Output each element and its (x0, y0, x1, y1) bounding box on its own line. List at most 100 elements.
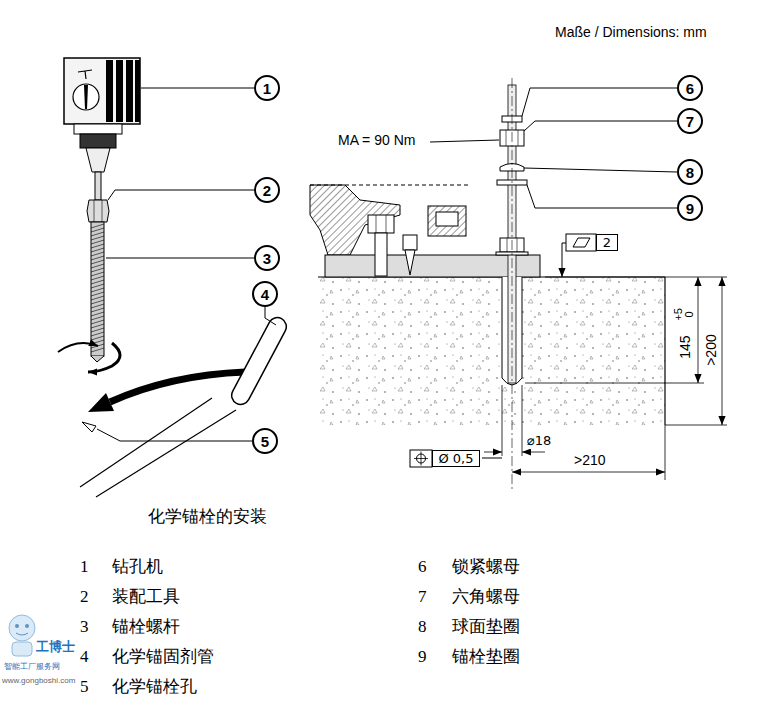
watermark: www.gongboshi.com (2, 676, 75, 685)
callout-circle: 5 (252, 428, 278, 454)
drill-hole (96, 410, 236, 497)
callout-circle: 7 (677, 108, 703, 134)
leader-line (524, 168, 677, 172)
drill-machine (78, 70, 92, 79)
drill-machine (64, 58, 140, 200)
anchor-rod (91, 232, 104, 236)
callout-circle: 1 (254, 75, 280, 101)
drill-machine (80, 134, 116, 148)
drill-machine (106, 60, 113, 122)
torque-note: MA = 90 Nm (338, 132, 415, 148)
key-number: 7 (418, 587, 427, 607)
anchor-assembly (518, 130, 519, 146)
drill-machine (95, 172, 101, 200)
watermark-logo (9, 615, 35, 641)
drill-machine (86, 148, 110, 172)
anchor-rod (91, 308, 104, 312)
anchor-rod (91, 292, 104, 296)
key-number: 9 (418, 647, 427, 667)
anchor-assembly (512, 78, 513, 490)
anchor-rod (91, 296, 104, 300)
drill-machine (64, 58, 140, 124)
key-text: 化学锚栓孔 (112, 677, 197, 697)
anchor-rod (91, 316, 104, 320)
rotation-arrow (58, 343, 98, 352)
base-plate (386, 215, 387, 233)
figure-caption: 化学锚栓的安装 (148, 507, 267, 527)
callout-number: 6 (686, 81, 694, 96)
dimension-line (522, 452, 545, 453)
tolerance-value: Ø 0,5 (438, 452, 473, 465)
anchor-rod (91, 348, 104, 352)
key-number: 1 (80, 557, 89, 577)
key-number: 3 (80, 617, 89, 637)
callout-number: 7 (686, 114, 694, 129)
anchor-assembly (517, 238, 518, 252)
leader-line (527, 185, 677, 208)
leader-line (265, 307, 276, 325)
tolerance-frame-cell (410, 450, 432, 467)
drill-hole (80, 398, 212, 487)
dimension-line (698, 277, 699, 383)
key-text: 球面垫圈 (452, 617, 520, 637)
key-text: 锚栓螺杆 (112, 617, 180, 637)
anchor-rod (91, 256, 104, 260)
key-text: 装配工具 (112, 587, 180, 607)
dimension-line (545, 277, 727, 278)
anchor-rod (91, 324, 104, 328)
leader-line (97, 88, 677, 458)
drill-hole (82, 422, 96, 432)
setting-tool (102, 200, 103, 222)
concrete-block (318, 277, 665, 425)
watermark: 工博士 (36, 640, 75, 655)
base-plate (403, 235, 417, 250)
key-number: 4 (80, 647, 89, 667)
watermark-logo (12, 642, 32, 656)
anchor-rod (91, 332, 104, 336)
anchor-rod (91, 276, 104, 280)
anchor-assembly (506, 130, 507, 146)
anchor-rod (91, 284, 104, 288)
anchor-rod (91, 222, 104, 362)
tolerance-frame-cell (414, 452, 428, 466)
anchor-rod (91, 320, 104, 324)
leader-line (430, 140, 499, 142)
mortar-capsule (229, 314, 290, 407)
insert-arrow (88, 372, 245, 412)
callout-number: 8 (686, 165, 694, 180)
leader-line (97, 429, 252, 441)
tolerance-frame-cell (410, 234, 596, 467)
anchor-rod (91, 356, 104, 362)
key-text: 锁紧螺母 (452, 557, 520, 577)
base-plate (376, 215, 377, 233)
machine-casting (310, 185, 470, 255)
anchor-rod (91, 264, 104, 268)
tolerance-frame: 2 (596, 234, 618, 251)
anchor-rod (91, 280, 104, 284)
key-text: 化学锚固剂管 (112, 647, 214, 667)
callout-circle: 3 (254, 245, 280, 271)
leader-line (108, 190, 254, 200)
key-text: 钻孔机 (112, 557, 163, 577)
anchor-rod (91, 248, 104, 252)
machine-casting (436, 212, 458, 226)
leader-line (141, 88, 254, 89)
anchor-rod (91, 222, 104, 356)
key-number: 2 (80, 587, 89, 607)
setting-tool (87, 200, 109, 222)
callout-number: 2 (263, 183, 271, 198)
dimension-line (722, 277, 723, 425)
rotation-arrow (58, 343, 120, 372)
callout-circle: 9 (677, 195, 703, 221)
diameter-value: ⌀18 (527, 434, 551, 449)
key-number: 6 (418, 557, 427, 577)
mortar-capsule (229, 314, 290, 407)
leader-line (524, 121, 677, 131)
leader-line (522, 88, 677, 116)
drill-machine (74, 124, 122, 134)
anchor-rod (91, 288, 104, 292)
leader-line (106, 258, 254, 259)
dimension-line (522, 385, 523, 456)
anchor-rod (91, 304, 104, 308)
